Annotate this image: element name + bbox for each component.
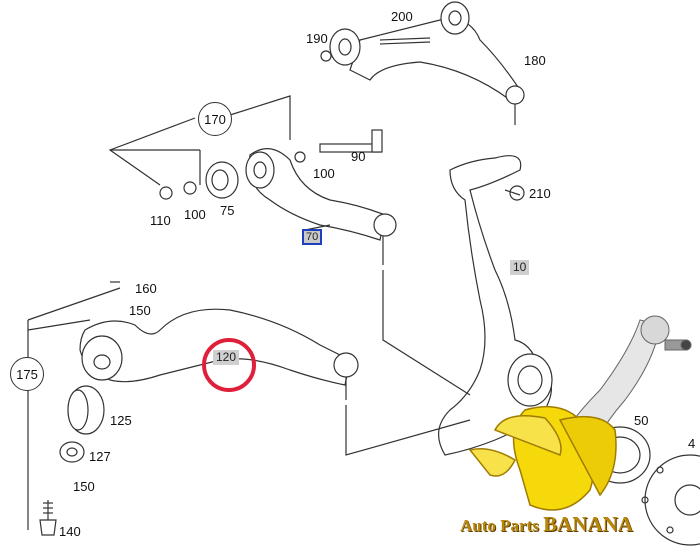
upper-control-arm-180 [320, 1, 525, 125]
front-control-arm-70 [245, 129, 397, 265]
wheel-hub [641, 454, 700, 546]
label-150-lower: 150 [73, 479, 95, 494]
label-100-lower: 100 [184, 207, 206, 222]
label-70: 70 [302, 229, 323, 245]
watermark-text: Auto Parts BANANA [460, 512, 633, 537]
label-200: 200 [391, 9, 413, 24]
watermark-prefix: Auto Parts [460, 516, 544, 535]
label-125: 125 [110, 413, 132, 428]
banana-logo [468, 405, 617, 511]
label-75: 75 [220, 203, 235, 218]
label-127: 127 [89, 449, 111, 464]
label-140: 140 [59, 524, 81, 539]
label-4: 4 [688, 436, 696, 451]
label-100-upper: 100 [313, 166, 335, 181]
washer-127 [59, 441, 85, 463]
label-210: 210 [529, 186, 551, 201]
label-180: 180 [524, 53, 546, 68]
label-90: 90 [351, 149, 366, 164]
leader-lines-175 [27, 281, 121, 530]
callout-170: 170 [198, 102, 232, 136]
label-120: 120 [213, 350, 240, 365]
bushing-125 [67, 385, 105, 435]
label-10: 10 [510, 260, 530, 275]
label-190: 190 [306, 31, 328, 46]
watermark-brand: BANANA [543, 512, 633, 536]
leader-lines-170 [108, 95, 291, 186]
label-160: 160 [135, 281, 157, 296]
callout-175: 175 [10, 357, 44, 391]
highlight-ring [202, 338, 256, 392]
label-110: 110 [150, 213, 171, 228]
label-150-upper: 150 [129, 303, 151, 318]
lower-control-arm-120 [79, 308, 359, 400]
bushing-75 [159, 161, 239, 200]
bolt-140 [39, 500, 57, 536]
label-50: 50 [634, 413, 649, 428]
